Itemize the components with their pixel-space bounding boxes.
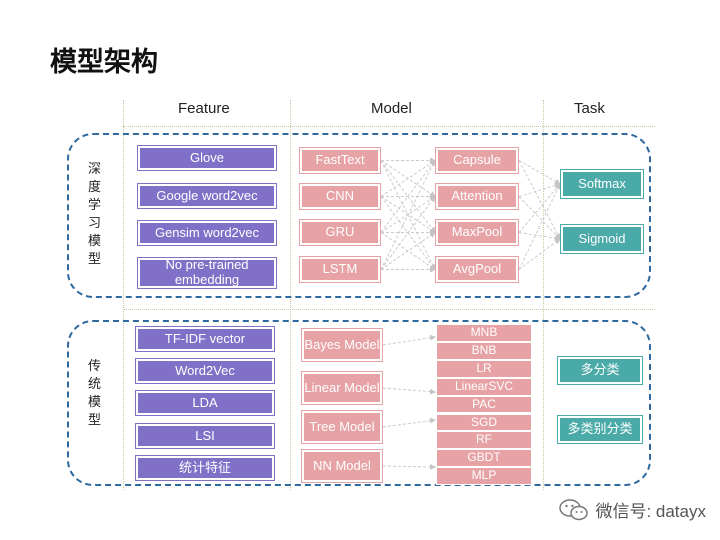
feature-statistical: 统计特征 (136, 456, 274, 480)
deep-learning-group (67, 133, 651, 298)
classifier-pac: PAC (436, 395, 532, 414)
column-divider-feature-model (290, 100, 291, 490)
model-avgpool: AvgPool (436, 257, 518, 282)
column-divider-model-task (543, 100, 544, 490)
deep-label-char: 深度学习模型 (88, 162, 102, 267)
model-maxpool: MaxPool (436, 220, 518, 245)
model-bayes: Bayes Model (302, 329, 382, 361)
classifier-mlp: MLP (436, 467, 532, 486)
feature-gensim-word2vec: Gensim word2vec (138, 221, 276, 245)
traditional-label-char: 传统模型 (88, 359, 102, 428)
page-title: 模型架构 (50, 47, 158, 78)
header-model: Model (371, 100, 412, 117)
task-multi-class: 多分类 (558, 357, 642, 384)
model-capsule: Capsule (436, 148, 518, 173)
classifier-sgd: SGD (436, 413, 532, 432)
task-softmax: Softmax (561, 170, 643, 198)
feature-lsi: LSI (136, 424, 274, 448)
header-task: Task (574, 100, 605, 117)
classifier-rf: RF (436, 431, 532, 450)
model-lstm: LSTM (300, 257, 380, 282)
classifier-mnb: MNB (436, 324, 532, 342)
classifier-bnb: BNB (436, 341, 532, 360)
model-fasttext: FastText (300, 148, 380, 173)
model-attention: Attention (436, 184, 518, 209)
model-gru: GRU (300, 220, 380, 245)
model-linear: Linear Model (302, 372, 382, 404)
feature-lda: LDA (136, 391, 274, 415)
traditional-label: 传统模型 (88, 358, 104, 430)
classifier-linearsvc: LinearSVC (436, 377, 532, 396)
traditional-group (67, 320, 651, 486)
feature-word2vec: Word2Vec (136, 359, 274, 383)
task-sigmoid: Sigmoid (561, 225, 643, 253)
header-divider (123, 126, 655, 127)
watermark: 微信号: datayx (559, 497, 706, 522)
task-multi-label: 多类别分类 (558, 416, 642, 443)
column-divider-left (123, 100, 124, 490)
feature-no-pretrained-embedding: No pre-trained embedding (138, 257, 276, 288)
feature-glove: Glove (138, 146, 276, 170)
classifier-gbdt: GBDT (436, 449, 532, 468)
feature-tfidf-vector: TF-IDF vector (136, 327, 274, 351)
model-cnn: CNN (300, 184, 380, 209)
header-feature: Feature (178, 100, 230, 117)
classifier-lr: LR (436, 359, 532, 378)
deep-learning-label: 深度学习模型 (88, 161, 104, 269)
model-nn: NN Model (302, 450, 382, 482)
feature-google-word2vec: Google word2vec (138, 184, 276, 208)
model-tree: Tree Model (302, 411, 382, 443)
section-divider (123, 309, 655, 310)
watermark-text: 微信号: datayx (595, 502, 706, 521)
wechat-icon (559, 498, 589, 520)
